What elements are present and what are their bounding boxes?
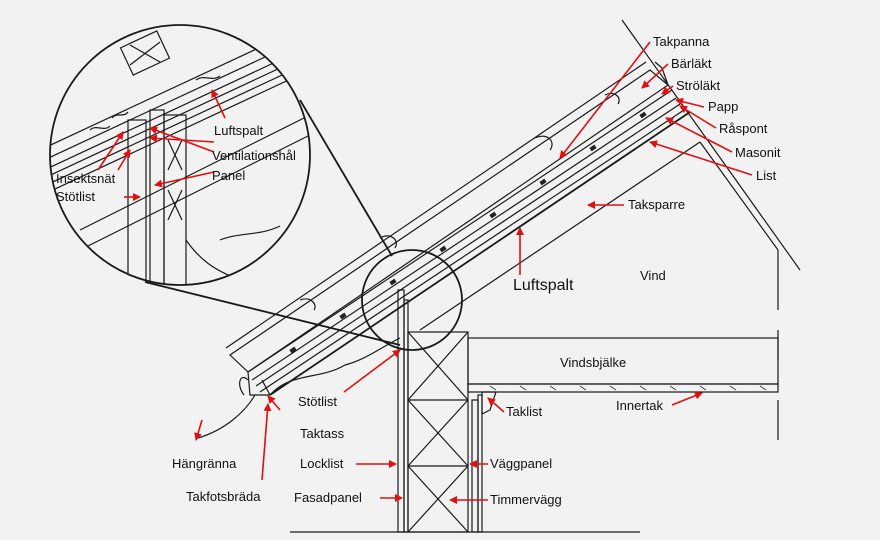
counter-battens — [289, 111, 647, 354]
label-takpanna: Takpanna — [653, 34, 710, 49]
label-insektsnat: Insektsnät — [56, 171, 116, 186]
label-hangranna: Hängränna — [172, 456, 237, 471]
label-taktass: Taktass — [300, 426, 345, 441]
cover-strip — [403, 299, 409, 533]
label-takfotsbrada: Takfotsbräda — [186, 489, 261, 504]
cornice — [481, 391, 497, 415]
label-ventilationshal: Ventilationshål — [212, 148, 296, 163]
facade-panel — [397, 289, 405, 533]
label-luftspalt-detail: Luftspalt — [214, 123, 264, 138]
label-vindsbjalke: Vindsbjälke — [560, 355, 626, 370]
label-papp: Papp — [708, 99, 738, 114]
label-stotlist-main: Stötlist — [298, 394, 337, 409]
ceiling — [467, 383, 779, 393]
label-vaggpanel: Väggpanel — [490, 456, 552, 471]
label-luftspalt-main: Luftspalt — [513, 277, 574, 294]
labels: Takpanna Bärläkt Ströläkt Papp Råspont M… — [56, 34, 781, 507]
label-fasadpanel: Fasadpanel — [294, 490, 362, 505]
label-vind: Vind — [640, 268, 666, 283]
roof-structure — [197, 19, 801, 533]
gutter — [239, 376, 249, 396]
label-raspont: Råspont — [719, 121, 768, 136]
label-strolakt: Ströläkt — [676, 78, 720, 93]
label-stotlist-detail: Stötlist — [56, 189, 95, 204]
eaves-board — [247, 371, 270, 396]
label-list: List — [756, 168, 777, 183]
label-arrows — [97, 41, 753, 504]
label-taksparre: Taksparre — [628, 197, 685, 212]
label-timmervagg: Timmervägg — [490, 492, 562, 507]
label-masonit: Masonit — [735, 145, 781, 160]
detail-marker-circle — [361, 249, 463, 351]
detail-magnified — [49, 24, 401, 346]
roof-tiles — [229, 69, 669, 373]
label-innertak: Innertak — [616, 398, 663, 413]
battens — [247, 89, 673, 373]
wall-panel — [471, 399, 479, 533]
label-locklist: Locklist — [300, 456, 344, 471]
label-panel: Panel — [212, 168, 245, 183]
sheathing — [255, 103, 681, 387]
label-barlakt: Bärläkt — [671, 56, 712, 71]
timber-wall — [407, 331, 469, 533]
label-taklist: Taklist — [506, 404, 543, 419]
rafter — [269, 111, 691, 396]
